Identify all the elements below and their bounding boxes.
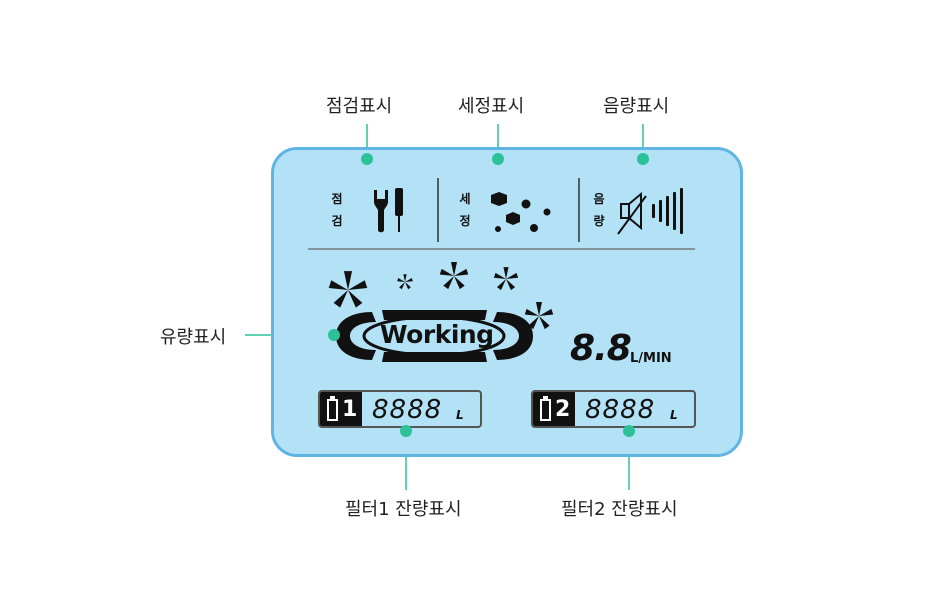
filter1-number: 1 (342, 397, 358, 422)
filter-cartridge-icon (540, 396, 551, 421)
wrench-icon (374, 190, 388, 233)
filter1-callout-label: 필터1 잔량표시 (345, 499, 462, 520)
flow-unit: L/MIN (630, 351, 672, 366)
flow-value: 8.8 (570, 328, 632, 369)
volume-bars-icon (652, 188, 683, 234)
flow-callout-label: 유량표시 (160, 327, 227, 348)
screwdriver-icon (395, 188, 403, 232)
fan-blade-icon (328, 271, 368, 308)
filter-cartridge-icon (327, 396, 338, 421)
filter1-digits: 8888 (372, 395, 443, 425)
filter2-callout-label: 필터2 잔량표시 (561, 499, 678, 520)
filter2-number: 2 (555, 397, 571, 422)
filter2-digits: 8888 (585, 395, 656, 425)
fan-blade-icons (328, 262, 554, 330)
cleaning-callout-label: 세정표시 (458, 96, 525, 117)
fan-blade-icon (524, 302, 554, 330)
inspection-callout-label: 점검표시 (326, 96, 393, 117)
filter2-gauge: 2 8888 L (531, 390, 696, 428)
filter1-unit: L (456, 408, 464, 422)
fan-blade-icon (493, 267, 519, 291)
speaker-mute-icon (617, 191, 647, 235)
lcd-graphics (308, 178, 695, 362)
volume-callout-label: 음량표시 (603, 96, 670, 117)
fan-blade-icon (397, 274, 413, 290)
filter2-tag: 2 (533, 392, 575, 426)
filter2-unit: L (670, 408, 678, 422)
filter1-tag: 1 (320, 392, 362, 426)
flow-ring-inner (362, 315, 506, 357)
bubbles-icon (491, 192, 551, 232)
status-working-text: Working (380, 320, 494, 349)
filter1-gauge: 1 8888 L (318, 390, 482, 428)
fan-blade-icon (439, 262, 469, 290)
